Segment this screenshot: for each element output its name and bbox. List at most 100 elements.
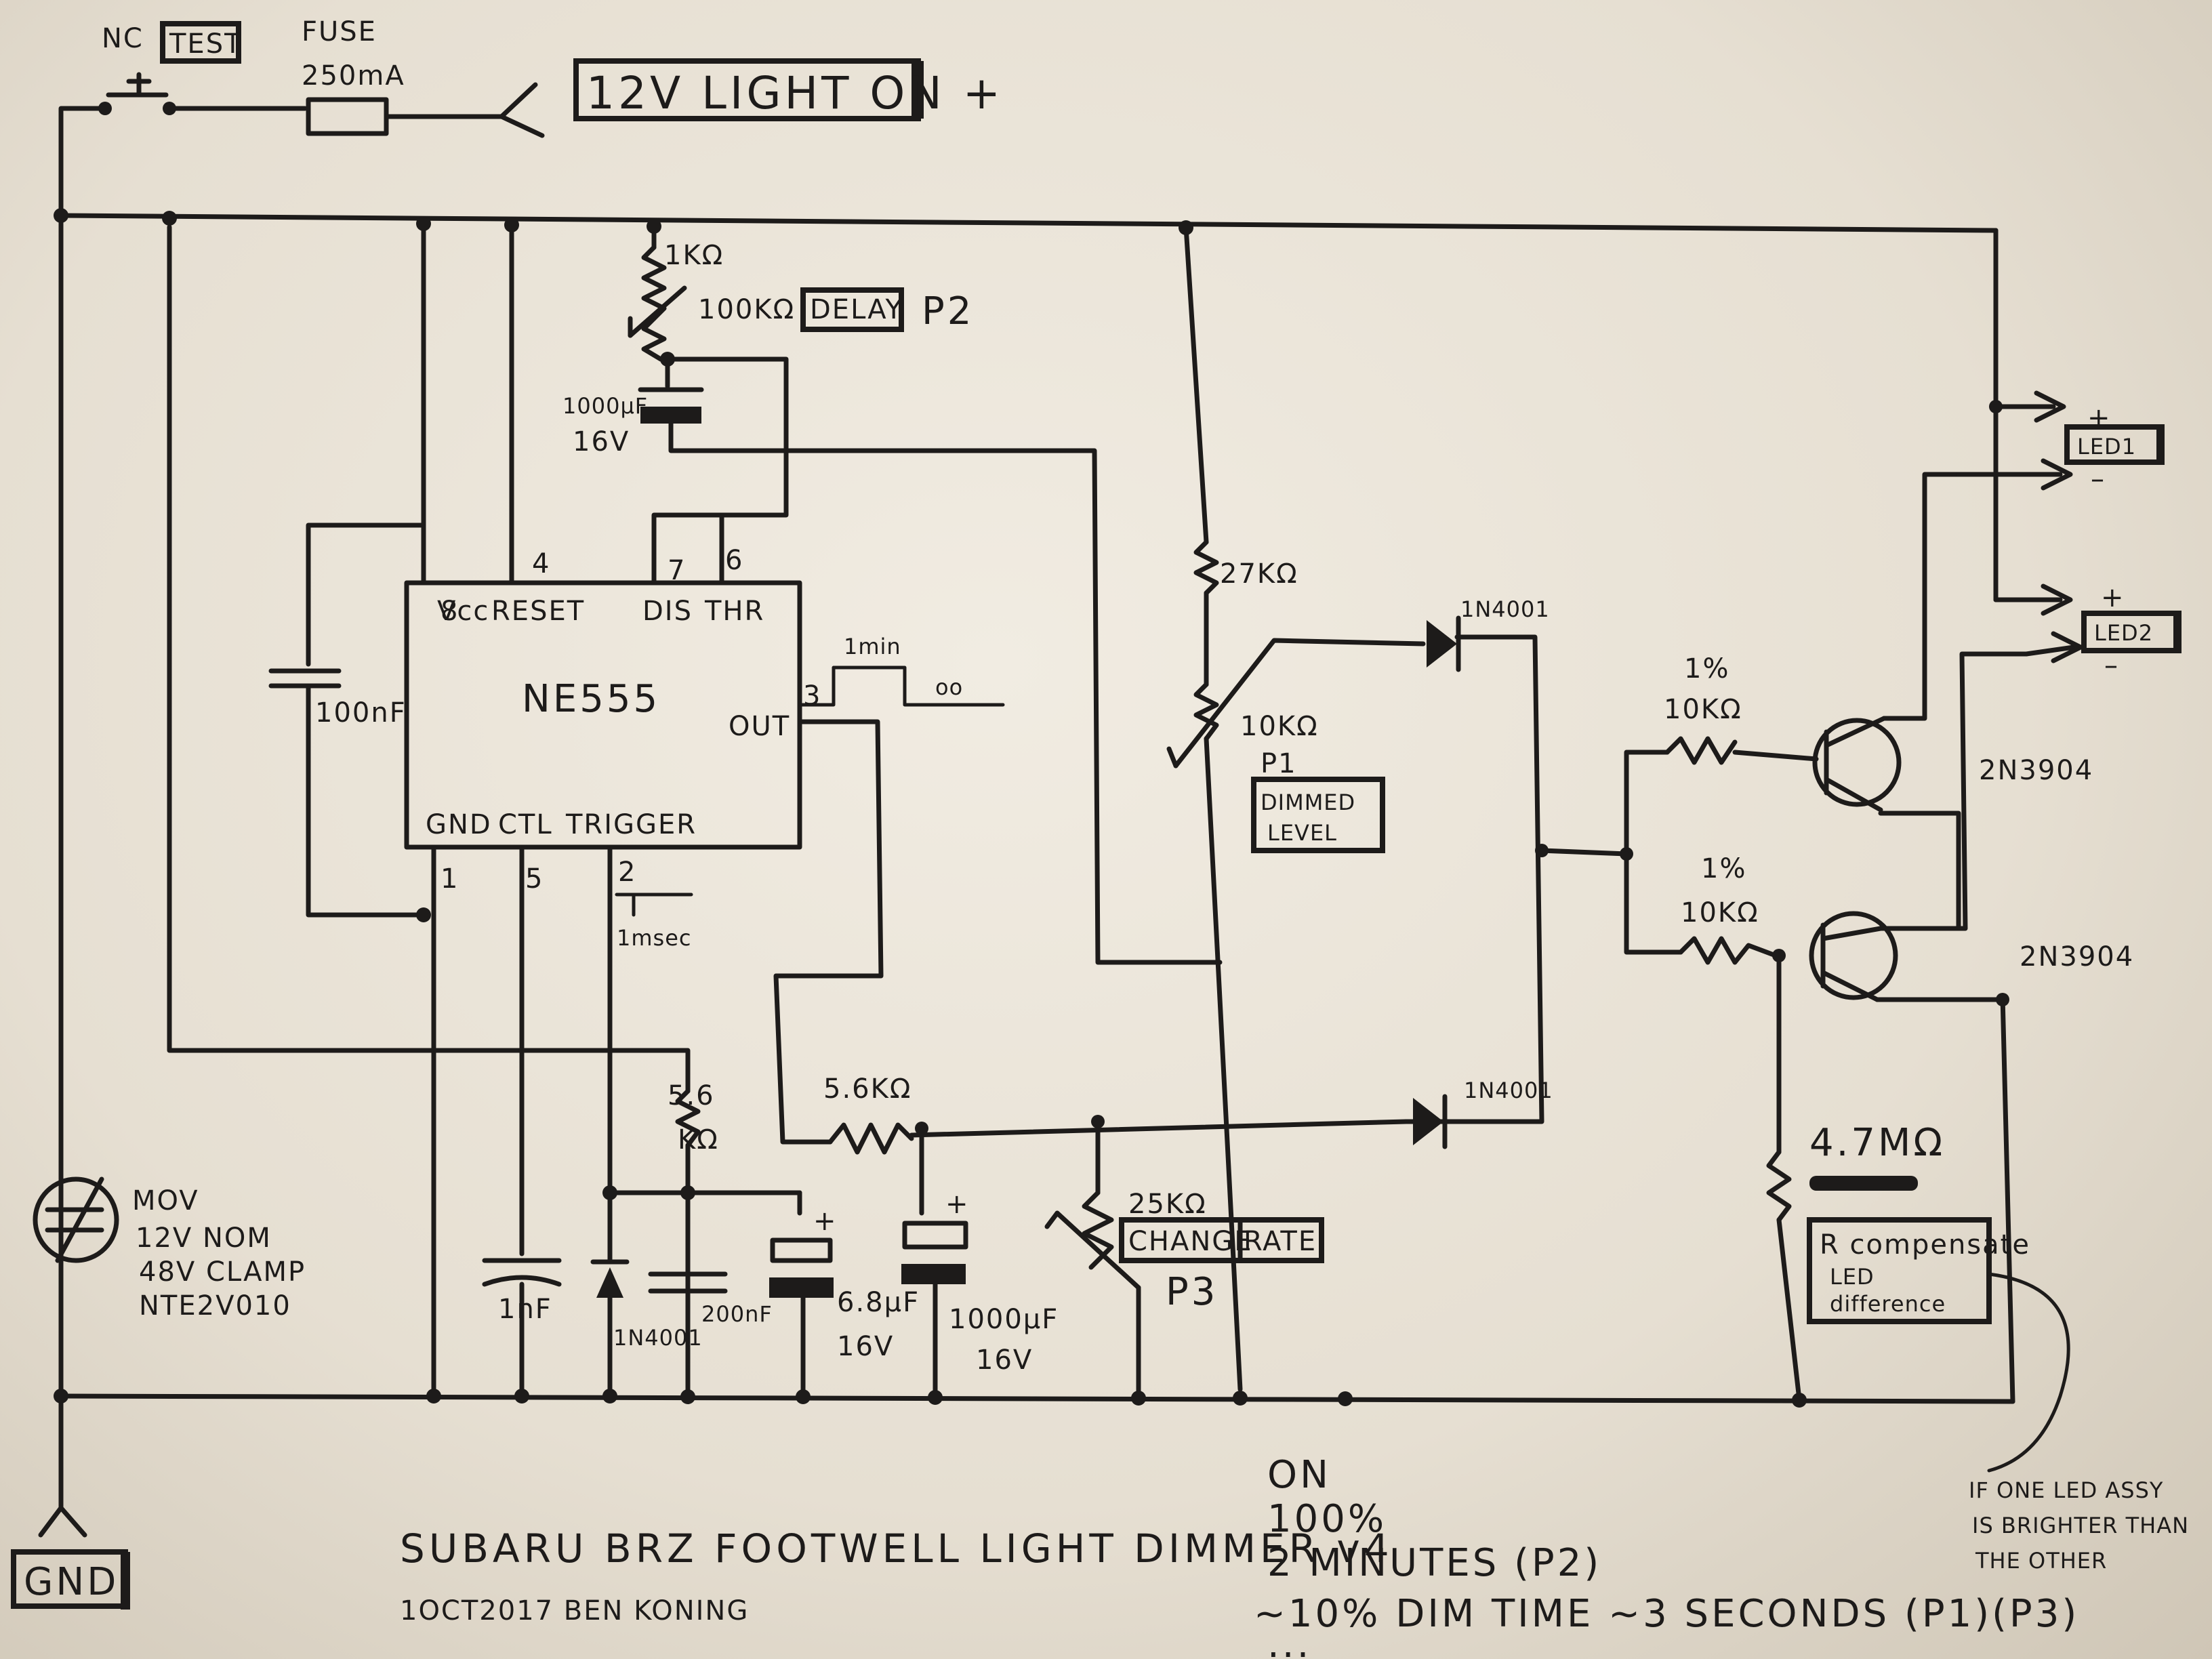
- r2-value-label: 10KΩ: [1681, 897, 1759, 928]
- out-label: OUT: [729, 711, 790, 742]
- title-line-1: SUBARU BRZ FOOTWELL LIGHT DIMMER v4: [400, 1525, 1393, 1572]
- title-line-2: 1OCT2017 BEN KONING: [400, 1595, 749, 1626]
- wave-1min-label: 1min: [844, 634, 901, 659]
- fuse-label: FUSE: [302, 16, 377, 47]
- c1000-label: 1000μF: [949, 1304, 1059, 1335]
- wave-1msec-label: 1msec: [617, 925, 691, 951]
- mov-label-4: NTE2V010: [139, 1290, 291, 1322]
- dim-pot-value: 10KΩ: [1240, 711, 1319, 742]
- ground-rail: [58, 1393, 2015, 1404]
- compensate-label-c: difference: [1830, 1291, 1946, 1317]
- r-1k-label: 1KΩ: [664, 240, 724, 271]
- trigger-network: + 5.6 KΩ 1nF 1N4001 200nF 6.8μF 16V: [167, 224, 920, 1399]
- notes-line-1: ON: [1267, 1453, 1331, 1497]
- r1-pct-label: 1%: [1684, 653, 1729, 684]
- p3-label: P3: [1166, 1270, 1218, 1314]
- r-5k6-trigger-b: KΩ: [678, 1124, 719, 1155]
- positive-rail: [58, 213, 1999, 233]
- r2-pct-label: 1%: [1701, 853, 1746, 884]
- diode-bottom-label: 1N4001: [1464, 1078, 1553, 1103]
- change-rate-box: [1119, 1217, 1324, 1263]
- output-waveform: 1min oo: [798, 634, 1005, 707]
- r-5k6-out-label: 5.6KΩ: [823, 1073, 912, 1105]
- test-box: [160, 21, 241, 64]
- pin8-label: 8: [441, 596, 459, 627]
- dim-rc-network: + 5.6KΩ 1000μF 16V 25KΩ CHANGE RATE P3: [823, 1073, 1409, 1399]
- test-switch: [98, 72, 176, 115]
- note-line-1: IF ONE LED ASSY: [1969, 1477, 2163, 1503]
- r-5k6-trigger-a: 5.6: [668, 1080, 715, 1111]
- c68-voltage: 16V: [837, 1331, 894, 1362]
- notes-line-4: ~10% DIM TIME ~3 SECONDS (P1)(P3): [1254, 1592, 2079, 1636]
- c68-label: 6.8μF: [837, 1287, 920, 1318]
- c68-plus: +: [813, 1206, 838, 1237]
- nc-label: NC: [102, 23, 144, 54]
- compensate-label-b: LED: [1830, 1264, 1875, 1290]
- mov-label-1: MOV: [132, 1185, 199, 1216]
- power-rails: [38, 213, 2015, 1538]
- led2-label: LED2: [2094, 620, 2153, 646]
- c1000-plus: +: [945, 1189, 970, 1220]
- level-label: LEVEL: [1267, 820, 1337, 846]
- chip-label: NE555: [522, 677, 660, 721]
- mov-label-3: 48V CLAMP: [139, 1256, 306, 1288]
- driver-stage: LED1 + – LED2 + – 1% 10KΩ 1% 10KΩ 2N3904…: [1539, 390, 2188, 1574]
- mov-device: MOV 12V NOM 48V CLAMP NTE2V010: [33, 1176, 306, 1322]
- trigger-label: TRIGGER: [565, 809, 697, 840]
- trig-cap-label: 200nF: [701, 1301, 773, 1327]
- reset-label: RESET: [491, 596, 585, 627]
- notes-line-3: 2 MINUTES (P2): [1267, 1541, 1601, 1585]
- notes-line-5: ...: [1267, 1622, 1311, 1659]
- dimmed-label: DIMMED: [1261, 790, 1355, 815]
- q2-symbol: [1809, 911, 1898, 1000]
- delay-network: 1KΩ 100KΩ DELAY P2 1000μF 16V: [562, 221, 1223, 965]
- q2-label: 2N3904: [2020, 941, 2134, 972]
- r-27k-label: 27KΩ: [1220, 558, 1298, 590]
- timer-cap-value: 1000μF: [562, 393, 648, 419]
- wave-oo-label: oo: [935, 674, 963, 700]
- dimmed-level-box: [1251, 777, 1385, 853]
- led2-minus: –: [2104, 650, 2119, 681]
- delay-pot-arrow: [628, 285, 687, 338]
- c1000-voltage: 16V: [976, 1345, 1033, 1376]
- r-47m-label: 4.7MΩ: [1809, 1121, 1945, 1165]
- delay-box: [800, 287, 904, 332]
- timer-cap-voltage: 16V: [573, 426, 630, 457]
- pin1-label: 1: [441, 863, 459, 895]
- supply-input: NC TEST FUSE 250mA 12V LIGHT ON +: [58, 16, 1004, 218]
- supply-label: 12V LIGHT ON +: [586, 67, 1004, 119]
- compensate-box: [1807, 1217, 1992, 1324]
- ne555-chip: 8 4 7 6 Vcc RESET DIS THR NE555 3 OUT GN…: [268, 221, 884, 1399]
- vcc-label: Vcc: [437, 596, 489, 627]
- p2-label: P2: [922, 289, 974, 333]
- mov-label-2: 12V NOM: [136, 1223, 272, 1254]
- led1-plus: +: [2087, 403, 2112, 434]
- r1-value-label: 10KΩ: [1664, 694, 1742, 725]
- pin5-label: 5: [525, 863, 544, 895]
- pin3-label: 3: [803, 680, 821, 712]
- decouple-cap-label: 100nF: [315, 697, 407, 729]
- q1-symbol: [1812, 718, 1902, 807]
- led1-minus: –: [2091, 464, 2106, 495]
- led1-label: LED1: [2077, 434, 2136, 459]
- rate-label: RATE: [1244, 1226, 1317, 1257]
- rate-pot-value: 25KΩ: [1128, 1189, 1207, 1220]
- scribble-out: [1809, 1176, 1918, 1191]
- ctl-cap-label: 1nF: [498, 1294, 552, 1325]
- pin2-label: 2: [618, 857, 636, 888]
- notes-line-2: 100%: [1267, 1497, 1387, 1541]
- gnd-pin-label: GND: [426, 809, 492, 840]
- junctions: [54, 208, 1807, 1408]
- thr-label: THR: [704, 596, 764, 627]
- note-line-3: THE OTHER: [1975, 1548, 2107, 1574]
- delay-label: DELAY: [810, 294, 903, 325]
- trigger-waveform: 1msec: [615, 893, 693, 951]
- q1-label: 2N3904: [1979, 755, 2093, 786]
- resistor-5k6-trigger: [675, 1088, 701, 1148]
- gnd-label: GND: [24, 1560, 119, 1604]
- diode-top-label: 1N4001: [1460, 596, 1550, 622]
- fuse-value: 250mA: [302, 60, 405, 91]
- trig-diode-label: 1N4001: [613, 1325, 703, 1351]
